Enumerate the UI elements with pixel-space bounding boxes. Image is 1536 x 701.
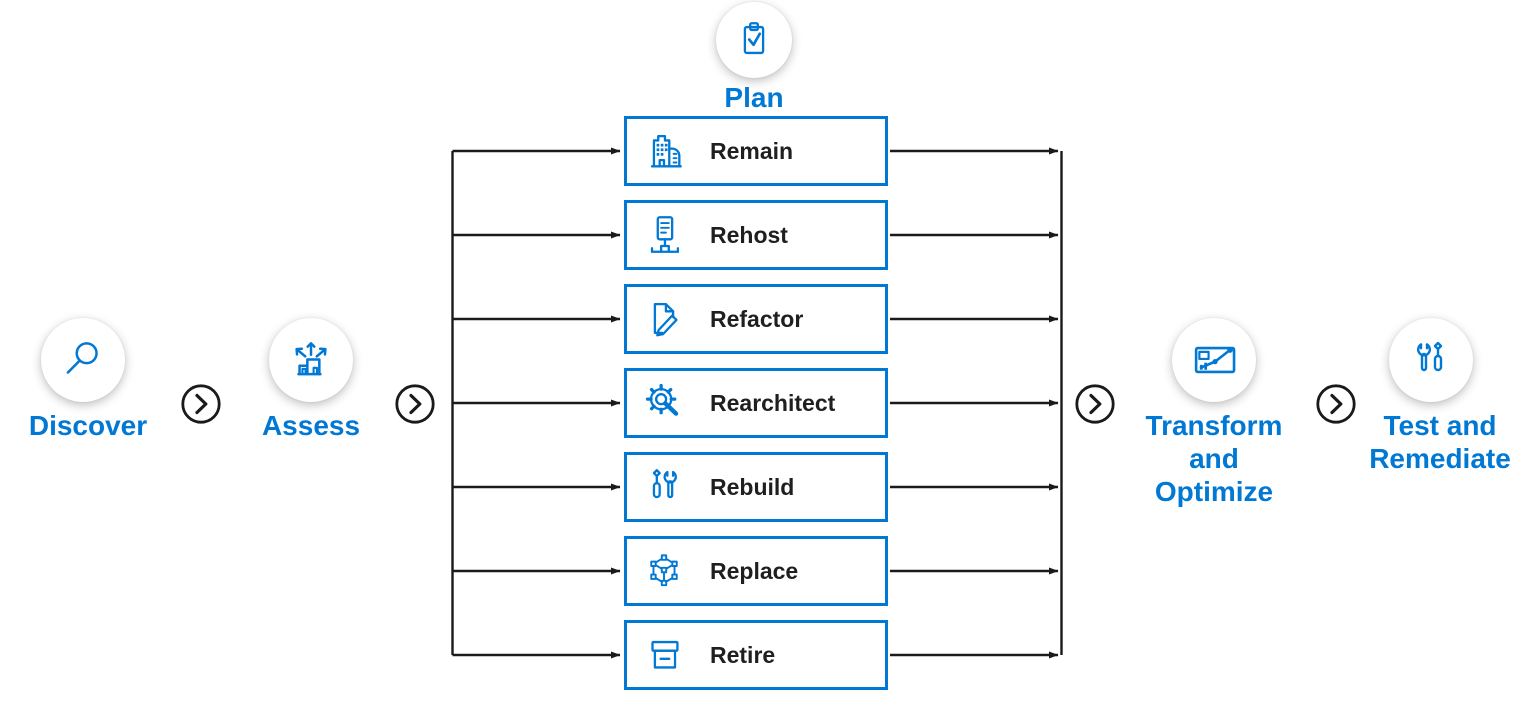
plan-option-rehost: Rehost	[624, 200, 888, 270]
document-edit-icon	[640, 295, 688, 343]
gear-magnifier-icon	[640, 379, 688, 427]
plan-option-label: Refactor	[710, 305, 804, 332]
chevron-right-circle-icon	[1316, 384, 1356, 424]
cube-nodes-icon	[640, 547, 688, 595]
assess-node	[269, 318, 353, 402]
chevron-right-circle-icon	[181, 384, 221, 424]
plan-option-replace: Replace	[624, 536, 888, 606]
plan-option-label: Remain	[710, 137, 794, 164]
search-icon	[66, 342, 98, 374]
plan-label: Plan	[724, 82, 784, 113]
assess-label: Assess	[261, 410, 361, 441]
screwdriver-wrench-icon	[640, 463, 688, 511]
plan-node	[716, 2, 792, 78]
test-label: Test and Remediate	[1369, 410, 1511, 474]
chart-trend-icon	[1194, 346, 1236, 374]
plan-option-label: Retire	[710, 641, 776, 668]
wrench-screwdriver-icon	[1417, 341, 1443, 372]
buildings-arrows-icon	[295, 342, 327, 376]
plan-option-label: Rebuild	[710, 473, 795, 500]
plan-option-rebuild: Rebuild	[624, 452, 888, 522]
transform-label: Transform and Optimize	[1145, 410, 1283, 507]
archive-box-icon	[640, 631, 688, 679]
plan-option-label: Rearchitect	[710, 389, 836, 416]
plan-option-refactor: Refactor	[624, 284, 888, 354]
transform-node	[1172, 318, 1256, 402]
test-node	[1389, 318, 1473, 402]
plan-option-retire: Retire	[624, 620, 888, 690]
plan-option-label: Rehost	[710, 221, 788, 248]
discover-label: Discover	[28, 410, 148, 441]
server-network-icon	[640, 211, 688, 259]
chevron-right-circle-icon	[1075, 384, 1115, 424]
discover-node	[41, 318, 125, 402]
plan-option-rearchitect: Rearchitect	[624, 368, 888, 438]
chevron-right-circle-icon	[395, 384, 435, 424]
plan-option-remain: Remain	[624, 116, 888, 186]
building-icon	[640, 127, 688, 175]
clipboard-check-icon	[743, 22, 765, 55]
plan-option-label: Replace	[710, 557, 799, 584]
